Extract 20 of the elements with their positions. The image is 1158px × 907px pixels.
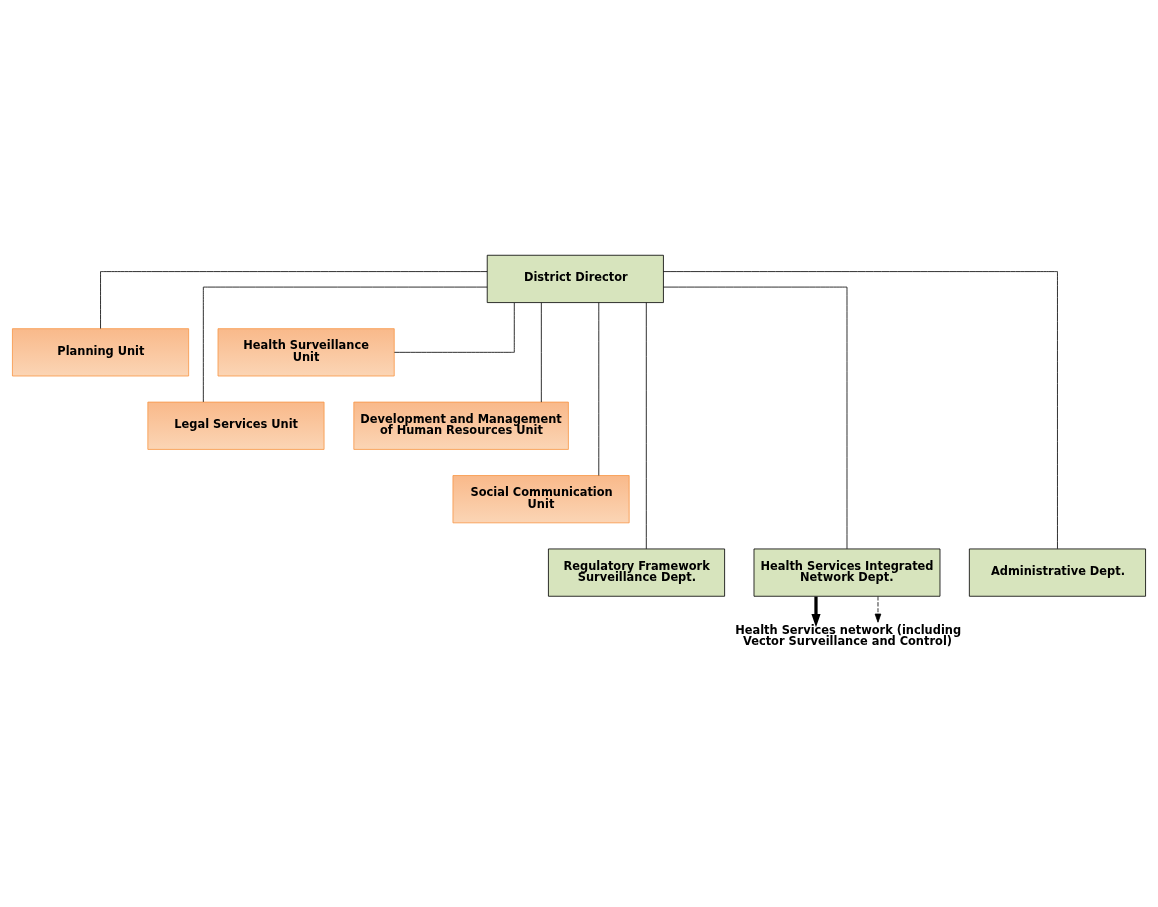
node-box: Development and Management of Human Resources Unit [353,401,569,450]
arrow [874,596,882,623]
node-box: Planning Unit [12,328,190,377]
connector [645,302,647,550]
connector [202,286,488,403]
node-box: Administrative Dept. [968,548,1146,597]
arrow [811,596,821,628]
node-box: Legal Services Unit [147,401,325,450]
connector [540,302,542,403]
node-text: Health Services network (including Vector Surveillance and Control) [735,622,962,649]
node-box: Health Services Integrated Network Dept. [753,548,941,597]
node-box: Regulatory Framework Surveillance Dept. [548,548,726,597]
connector [663,286,848,550]
connector [100,271,488,329]
node-box: District Director [486,254,664,303]
connector [663,271,1058,550]
node-box: Health Surveillance Unit [217,328,395,377]
node-box: Social Communication Unit [452,475,630,524]
connector [393,302,515,353]
connector [598,302,600,476]
